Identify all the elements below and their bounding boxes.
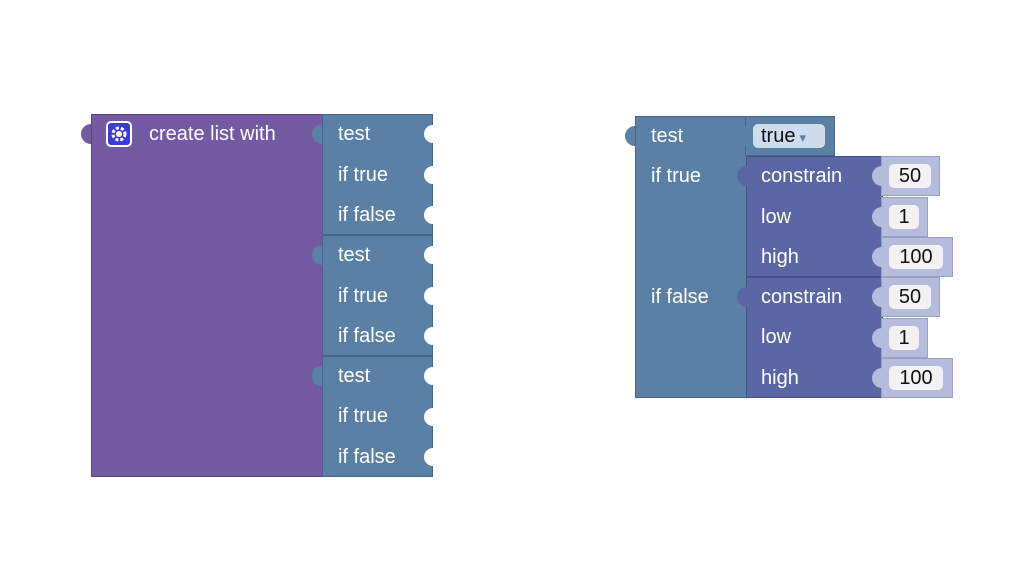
ternary-3-if-true-input[interactable] (424, 408, 434, 426)
constrain-false-high-label: high (761, 367, 799, 389)
ternary-main-if-true-label: if true (651, 165, 702, 187)
ternary-2-if-true-label: if true (338, 285, 389, 307)
ternary-2-test-input[interactable] (424, 246, 434, 264)
number-connector (872, 287, 882, 307)
ternary-3-if-true-label: if true (338, 405, 389, 427)
chevron-down-icon: ▾ (799, 130, 806, 145)
ternary-1-if-true-label: if true (338, 164, 389, 186)
ternary-block-main[interactable] (635, 116, 747, 398)
ternary-block-1[interactable] (322, 114, 433, 235)
ternary-3-test-label: test (338, 365, 371, 387)
ternary-1-output-connector (312, 124, 322, 144)
ternary-2-test-label: test (338, 244, 371, 266)
number-field[interactable]: 50 (889, 164, 931, 188)
constrain-true-label: constrain (761, 165, 843, 187)
number-connector (872, 166, 882, 186)
number-connector (872, 328, 882, 348)
ternary-1-test-label: test (338, 123, 371, 145)
ternary-2-if-false-input[interactable] (424, 327, 434, 345)
boolean-value: true (761, 125, 796, 147)
ternary-block-2[interactable] (322, 235, 433, 356)
number-field[interactable]: 100 (889, 245, 943, 269)
number-field[interactable]: 1 (889, 205, 919, 229)
create-list-block[interactable] (91, 114, 324, 477)
ternary-main-test-label: test (651, 125, 684, 147)
ternary-1-if-true-input[interactable] (424, 166, 434, 184)
number-field[interactable]: 1 (889, 326, 919, 350)
ternary-3-output-connector (312, 366, 322, 386)
number-connector (872, 368, 882, 388)
constrain-false-low-label: low (761, 326, 792, 348)
ternary-main-if-false-label: if false (651, 286, 709, 308)
ternary-1-if-false-input[interactable] (424, 206, 434, 224)
ternary-1-if-false-label: if false (338, 204, 396, 226)
ternary-main-output-connector (625, 126, 635, 146)
create-list-title: create list with (149, 123, 276, 145)
number-field[interactable]: 50 (889, 285, 931, 309)
ternary-3-if-false-label: if false (338, 446, 396, 468)
boolean-dropdown[interactable]: true▾ (753, 124, 825, 148)
ternary-2-if-true-input[interactable] (424, 287, 434, 305)
ternary-2-output-connector (312, 245, 322, 265)
constrain-true-low-label: low (761, 206, 792, 228)
list-output-connector (81, 124, 91, 144)
constrain-block-true[interactable] (746, 156, 883, 277)
ternary-3-if-false-input[interactable] (424, 448, 434, 466)
ternary-1-test-input[interactable] (424, 125, 434, 143)
ternary-3-test-input[interactable] (424, 367, 434, 385)
constrain-block-false[interactable] (746, 277, 883, 398)
constrain-false-label: constrain (761, 286, 843, 308)
constrain-false-output-connector (737, 287, 747, 307)
constrain-true-output-connector (737, 166, 747, 186)
ternary-block-3[interactable] (322, 356, 433, 477)
boolean-output-connector (737, 126, 747, 146)
number-field[interactable]: 100 (889, 366, 943, 390)
number-connector (872, 207, 882, 227)
ternary-2-if-false-label: if false (338, 325, 396, 347)
gear-icon[interactable] (106, 121, 132, 147)
number-connector (872, 247, 882, 267)
constrain-true-high-label: high (761, 246, 799, 268)
